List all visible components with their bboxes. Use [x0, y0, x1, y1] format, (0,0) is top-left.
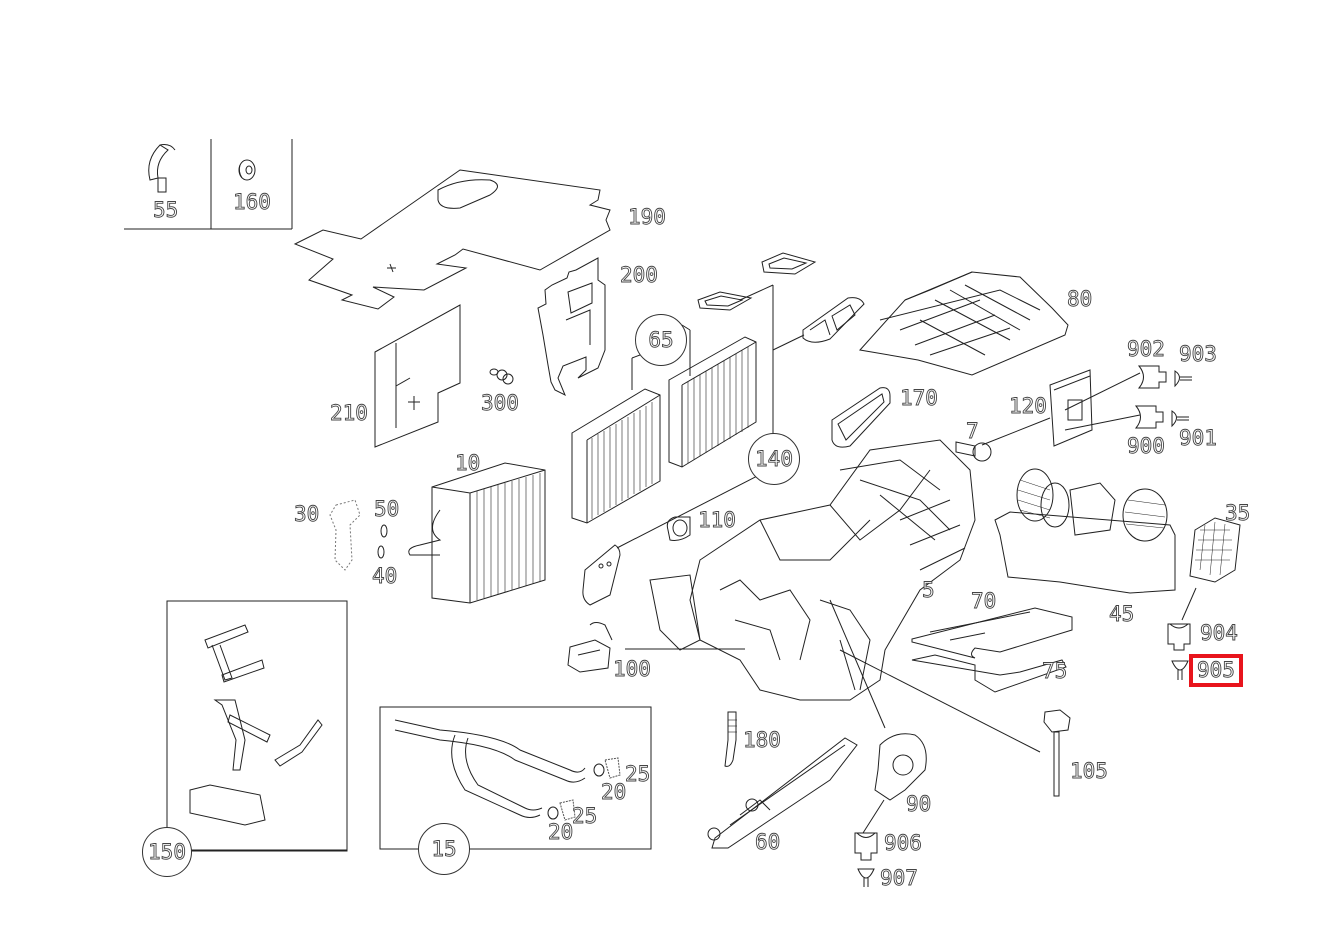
inset-box-150 — [167, 601, 347, 851]
part-label-10[interactable]: 10 — [455, 451, 481, 475]
connector-904 — [1168, 624, 1190, 650]
grommet-110 — [667, 517, 690, 540]
part-label-210[interactable]: 210 — [330, 401, 369, 425]
part-label-300[interactable]: 300 — [481, 391, 520, 415]
screw-7 — [956, 418, 1050, 461]
blower-regulator-35 — [1182, 518, 1240, 620]
part-label-906[interactable]: 906 — [884, 831, 923, 855]
part-label-20-lower[interactable]: 20 — [548, 820, 574, 844]
part-label-903[interactable]: 903 — [1179, 342, 1218, 366]
part-label-140: 140 — [755, 447, 794, 472]
part-label-90[interactable]: 90 — [906, 792, 932, 816]
evaporator-10 — [409, 463, 545, 603]
temperature-sensor-105 — [1044, 710, 1070, 796]
part-label-7[interactable]: 7 — [966, 419, 980, 443]
cabin-filters-65 — [572, 325, 756, 523]
part-label-900[interactable]: 900 — [1127, 434, 1166, 458]
part-label-30[interactable]: 30 — [294, 502, 320, 526]
part-label-902[interactable]: 902 — [1127, 337, 1166, 361]
heater-hoses-15 — [395, 720, 620, 820]
part-label-190[interactable]: 190 — [628, 205, 667, 229]
part-label-180[interactable]: 180 — [743, 728, 782, 752]
connector-906 — [855, 833, 877, 860]
part-label-120[interactable]: 120 — [1009, 394, 1048, 418]
part-label-905-highlighted[interactable]: 905 — [1189, 654, 1243, 687]
terminal-901 — [1172, 411, 1189, 426]
part-label-160[interactable]: 160 — [233, 190, 272, 214]
insulation-panel-190 — [295, 170, 610, 309]
part-label-80[interactable]: 80 — [1067, 287, 1093, 311]
part-callout-65[interactable]: 65 — [635, 314, 687, 366]
part-label-70[interactable]: 70 — [971, 589, 997, 613]
flap-70 — [912, 608, 1072, 658]
part-callout-140[interactable]: 140 — [748, 433, 800, 485]
terminal-905 — [1172, 661, 1188, 680]
panel-210 — [375, 305, 460, 447]
actuator-motor-90 — [863, 734, 926, 833]
part-label-55[interactable]: 55 — [153, 198, 179, 222]
hvac-housing-5 — [625, 440, 1040, 752]
part-callout-150[interactable]: 150 — [142, 827, 192, 877]
control-module-120 — [1050, 370, 1140, 446]
expansion-valve-30 — [330, 500, 360, 570]
inset-box-15 — [380, 707, 651, 849]
part-label-110[interactable]: 110 — [698, 508, 737, 532]
seals-140 — [698, 253, 864, 437]
part-label-100[interactable]: 100 — [613, 657, 652, 681]
blower-45 — [995, 469, 1175, 593]
part-label-901[interactable]: 901 — [1179, 426, 1218, 450]
part-label-200[interactable]: 200 — [620, 263, 659, 287]
part-label-65: 65 — [648, 328, 674, 353]
part-label-50[interactable]: 50 — [374, 497, 400, 521]
part-label-5[interactable]: 5 — [922, 578, 936, 602]
heater-core-60 — [708, 738, 857, 848]
housing-cover-80 — [860, 272, 1068, 375]
part-label-40[interactable]: 40 — [372, 564, 398, 588]
part-label-907[interactable]: 907 — [880, 866, 919, 890]
gasket-170 — [832, 388, 890, 447]
part-label-35[interactable]: 35 — [1225, 501, 1251, 525]
flap-piece — [583, 472, 765, 605]
fastener-300 — [490, 369, 513, 384]
part-label-45[interactable]: 45 — [1109, 602, 1135, 626]
part-label-170[interactable]: 170 — [900, 386, 939, 410]
grommet-part-160-icon — [239, 160, 255, 180]
part-label-25-upper[interactable]: 25 — [625, 762, 651, 786]
linkage-150 — [190, 625, 322, 825]
connector-900 — [1136, 406, 1163, 428]
inset-box-55-160 — [124, 139, 292, 229]
connector-902 — [1139, 366, 1166, 388]
part-label-105[interactable]: 105 — [1070, 759, 1109, 783]
part-label-25-lower[interactable]: 25 — [572, 804, 598, 828]
clip-part-55-icon — [149, 145, 175, 192]
part-label-60[interactable]: 60 — [755, 830, 781, 854]
part-label-20-upper[interactable]: 20 — [601, 780, 627, 804]
wiring-connector-100 — [568, 623, 612, 673]
drain-hose-180 — [725, 712, 737, 766]
terminal-907 — [858, 869, 874, 887]
seal-panel-200 — [538, 258, 605, 395]
part-callout-15[interactable]: 15 — [418, 823, 470, 875]
part-label-15: 15 — [431, 837, 457, 862]
part-label-75[interactable]: 75 — [1042, 659, 1068, 683]
o-rings-50-40 — [378, 525, 387, 558]
seal-75 — [912, 655, 1066, 692]
terminal-903 — [1175, 371, 1192, 386]
part-label-904[interactable]: 904 — [1200, 621, 1239, 645]
part-label-150: 150 — [148, 840, 187, 865]
